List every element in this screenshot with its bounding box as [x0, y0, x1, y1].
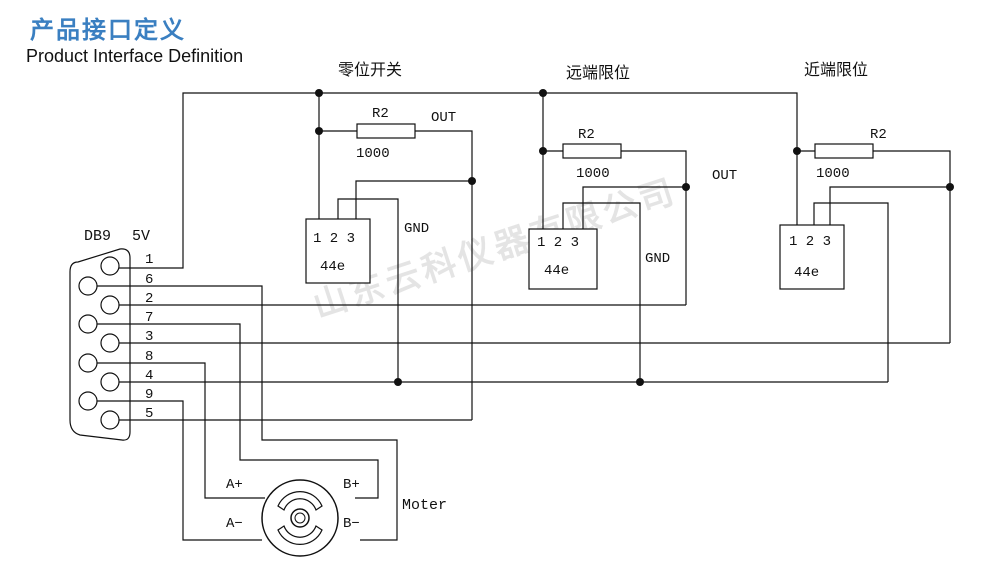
db9-pin-8-circle [78, 353, 98, 373]
motor-b-plus: B+ [343, 477, 360, 493]
motor-label: Moter [402, 497, 447, 514]
db9-pin-3-circle [100, 333, 120, 353]
page-subtitle: Product Interface Definition [26, 46, 244, 66]
wiring [97, 92, 951, 541]
gnd-label: GND [404, 221, 429, 237]
resistor-far [562, 143, 622, 159]
pin-number: 4 [145, 368, 153, 384]
hall-sensor-zero [305, 218, 371, 284]
near-limit-title: 近端限位 [804, 60, 868, 79]
out-label: OUT [712, 168, 737, 184]
pin-number: 2 [145, 291, 153, 307]
resistor-value: 1000 [816, 166, 850, 182]
db9-pin-4-circle [100, 372, 120, 392]
stepper-motor [261, 479, 339, 557]
sensor-pin-labels: 1 2 3 [313, 231, 355, 247]
gnd-label: GND [645, 251, 670, 267]
pin-number: 7 [145, 310, 153, 326]
pin-number: 9 [145, 387, 153, 403]
resistor-name: R2 [578, 127, 595, 143]
resistor-near [814, 143, 874, 159]
voltage-label: 5V [132, 228, 150, 245]
hall-sensor-near [779, 224, 845, 290]
pin-number: 6 [145, 272, 153, 288]
pin-number: 1 [145, 252, 153, 268]
db9-pin-7-circle [78, 314, 98, 334]
zero-switch-title: 零位开关 [338, 60, 402, 79]
sensor-model: 44e [320, 259, 345, 275]
db9-pin-9-circle [78, 391, 98, 411]
db9-pin-5-circle [100, 410, 120, 430]
resistor-value: 1000 [356, 146, 390, 162]
sensor-model: 44e [544, 263, 569, 279]
pin-number: 8 [145, 349, 153, 365]
out-label: OUT [431, 110, 456, 126]
sensor-pin-labels: 1 2 3 [789, 234, 831, 250]
sensor-pin-labels: 1 2 3 [537, 235, 579, 251]
pin-number: 3 [145, 329, 153, 345]
resistor-zero [356, 123, 416, 139]
pin-number: 5 [145, 406, 153, 422]
motor-a-minus: A− [226, 516, 243, 532]
db9-pin-1-circle [100, 256, 120, 276]
far-limit-title: 远端限位 [566, 63, 630, 82]
db9-pin-2-circle [100, 295, 120, 315]
hall-sensor-far [528, 228, 598, 290]
resistor-value: 1000 [576, 166, 610, 182]
resistor-name: R2 [870, 127, 887, 143]
motor-a-plus: A+ [226, 477, 243, 493]
db9-label: DB9 [84, 228, 111, 245]
sensor-model: 44e [794, 265, 819, 281]
junctions [315, 89, 954, 386]
motor-b-minus: B− [343, 516, 360, 532]
page-title: 产品接口定义 [30, 16, 186, 44]
resistor-name: R2 [372, 106, 389, 122]
db9-connector [69, 248, 131, 441]
db9-pin-6-circle [78, 276, 98, 296]
